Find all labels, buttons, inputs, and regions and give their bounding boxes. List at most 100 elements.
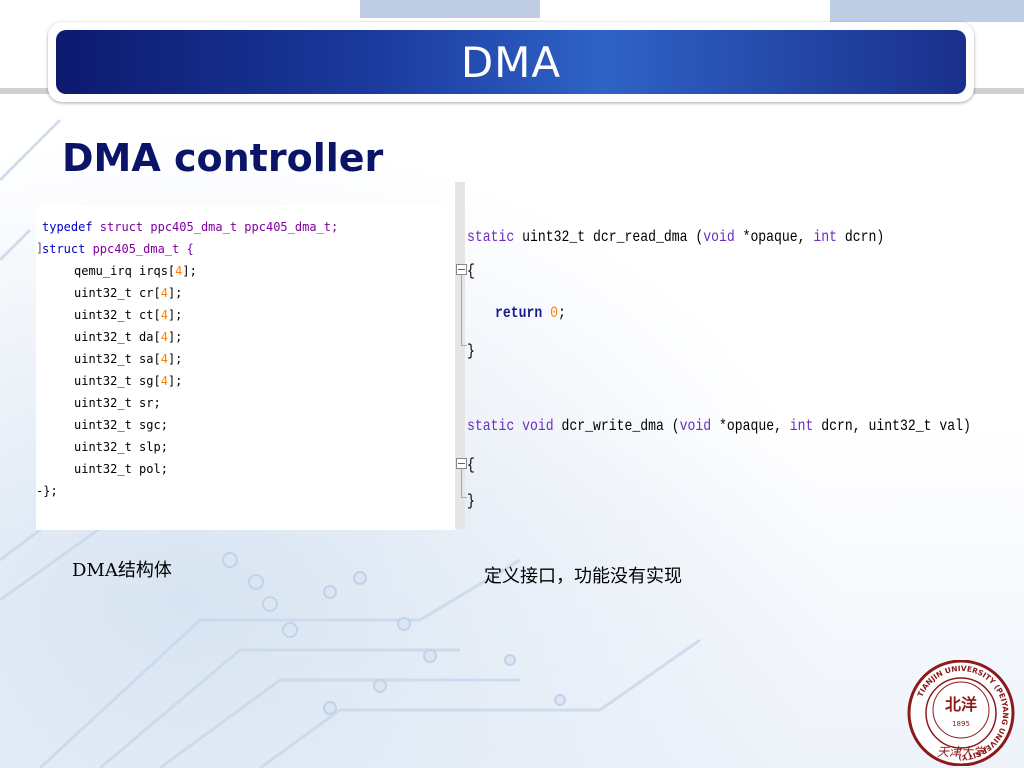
- code-type: uint32_t: [74, 308, 132, 322]
- code-number: 4: [160, 330, 168, 344]
- university-seal-logo: TIANJIN UNIVERSITY (PEIYANG UNIVERSITY) …: [907, 660, 1015, 766]
- code-line: uint32_t sg[4];: [74, 374, 182, 388]
- code-line: }: [467, 492, 475, 510]
- keyword: void: [679, 417, 712, 435]
- code-line: uint32_t sgc;: [74, 418, 168, 432]
- code-text: }: [467, 492, 475, 510]
- code-text: ;: [557, 304, 566, 322]
- code-text: cr[: [131, 286, 161, 300]
- struct-code-screenshot: typedef struct ppc405_dma_t ppc405_dma_t…: [36, 205, 456, 530]
- code-line: static void dcr_write_dma (void *opaque,…: [467, 417, 971, 435]
- title-bar: DMA: [48, 22, 974, 102]
- code-line: typedef struct ppc405_dma_t ppc405_dma_t…: [42, 220, 338, 234]
- code-text: irqs[: [131, 264, 176, 278]
- seal-year: 1895: [952, 720, 970, 728]
- code-text: struct ppc405_dma_t ppc405_dma_t;: [92, 220, 339, 234]
- slide-subtitle: DMA controller: [62, 136, 384, 180]
- code-type: uint32_t: [74, 462, 132, 476]
- code-text: sa[: [131, 352, 161, 366]
- code-text: }: [467, 342, 475, 360]
- code-number: 0: [542, 304, 558, 322]
- code-line: return 0;: [495, 304, 566, 322]
- code-line: }: [467, 342, 475, 360]
- code-number: 4: [160, 308, 168, 322]
- code-text: ];: [167, 286, 183, 300]
- code-line: uint32_t sr;: [74, 396, 161, 410]
- code-line: {: [467, 456, 475, 474]
- code-type: uint32_t: [74, 396, 132, 410]
- code-line: uint32_t cr[4];: [74, 286, 182, 300]
- fold-guide: [461, 469, 462, 497]
- code-text: ppc405_dma_t {: [85, 242, 194, 256]
- code-type: qemu_irq: [74, 264, 132, 278]
- fold-guide-end: [461, 497, 467, 498]
- keyword: struct: [42, 242, 86, 256]
- fold-marker: ]: [36, 241, 44, 255]
- keyword: void: [703, 228, 735, 246]
- title-banner: DMA: [56, 30, 966, 94]
- code-text: *opaque,: [711, 417, 790, 435]
- function-code-screenshot: static uint32_t dcr_read_dma (void *opaq…: [455, 182, 971, 529]
- code-line: uint32_t slp;: [74, 440, 168, 454]
- slide-title: DMA: [460, 37, 562, 87]
- code-line: static uint32_t dcr_read_dma (void *opaq…: [467, 228, 884, 246]
- fold-guide: [461, 275, 462, 345]
- code-text: slp;: [131, 440, 168, 454]
- code-type: uint32_t: [74, 330, 132, 344]
- fold-toggle[interactable]: [456, 458, 467, 469]
- code-line: uint32_t pol;: [74, 462, 168, 476]
- code-text: -: [36, 484, 44, 498]
- keyword: int: [813, 228, 838, 246]
- keyword: return: [495, 304, 543, 322]
- code-text: ];: [167, 308, 183, 322]
- code-text: dcrn, uint32_t val): [813, 417, 971, 435]
- code-text: dcrn): [837, 228, 885, 246]
- code-type: uint32_t: [74, 418, 132, 432]
- code-text: ];: [167, 352, 183, 366]
- code-number: 4: [160, 352, 168, 366]
- code-line: qemu_irq irqs[4];: [74, 264, 197, 278]
- title-right-rule: [972, 88, 1024, 94]
- code-text: ];: [167, 330, 183, 344]
- caption-interface-note: 定义接口，功能没有实现: [484, 566, 682, 587]
- code-type: uint32_t: [74, 374, 132, 388]
- editor-gutter: [455, 182, 465, 529]
- code-text: {: [467, 262, 475, 280]
- code-line: struct ppc405_dma_t {: [42, 242, 194, 256]
- keyword: int: [789, 417, 814, 435]
- fold-toggle[interactable]: [456, 264, 467, 275]
- code-text: dcr_write_dma (: [553, 417, 680, 435]
- code-type: uint32_t: [74, 352, 132, 366]
- code-number: 4: [160, 286, 168, 300]
- code-text: sg[: [131, 374, 161, 388]
- code-type: uint32_t: [74, 440, 132, 454]
- code-text: da[: [131, 330, 161, 344]
- code-text: {: [467, 456, 475, 474]
- code-text: ];: [167, 374, 183, 388]
- code-type: uint32_t: [74, 286, 132, 300]
- code-text: pol;: [131, 462, 168, 476]
- code-text: };: [43, 484, 58, 498]
- code-line: {: [467, 262, 475, 280]
- code-number: 4: [160, 374, 168, 388]
- fold-guide-end: [461, 345, 467, 346]
- code-text: ];: [182, 264, 197, 278]
- title-left-rule: [0, 88, 50, 94]
- keyword: static: [467, 228, 515, 246]
- code-line: uint32_t ct[4];: [74, 308, 182, 322]
- code-text: ct[: [131, 308, 161, 322]
- seal-center-text: 北洋: [945, 695, 977, 714]
- code-number: 4: [175, 264, 183, 278]
- code-text: sr;: [131, 396, 161, 410]
- code-line: uint32_t da[4];: [74, 330, 182, 344]
- keyword: void: [514, 417, 554, 435]
- seal-bottom-text: 天津大学: [937, 745, 987, 759]
- code-line: uint32_t sa[4];: [74, 352, 182, 366]
- code-text: *opaque,: [734, 228, 814, 246]
- code-text: uint32_t dcr_read_dma (: [514, 228, 704, 246]
- caption-dma-struct: DMA结构体: [72, 560, 172, 581]
- keyword: typedef: [42, 220, 93, 234]
- code-line: -};: [36, 484, 58, 498]
- keyword: static: [467, 417, 515, 435]
- code-text: sgc;: [131, 418, 168, 432]
